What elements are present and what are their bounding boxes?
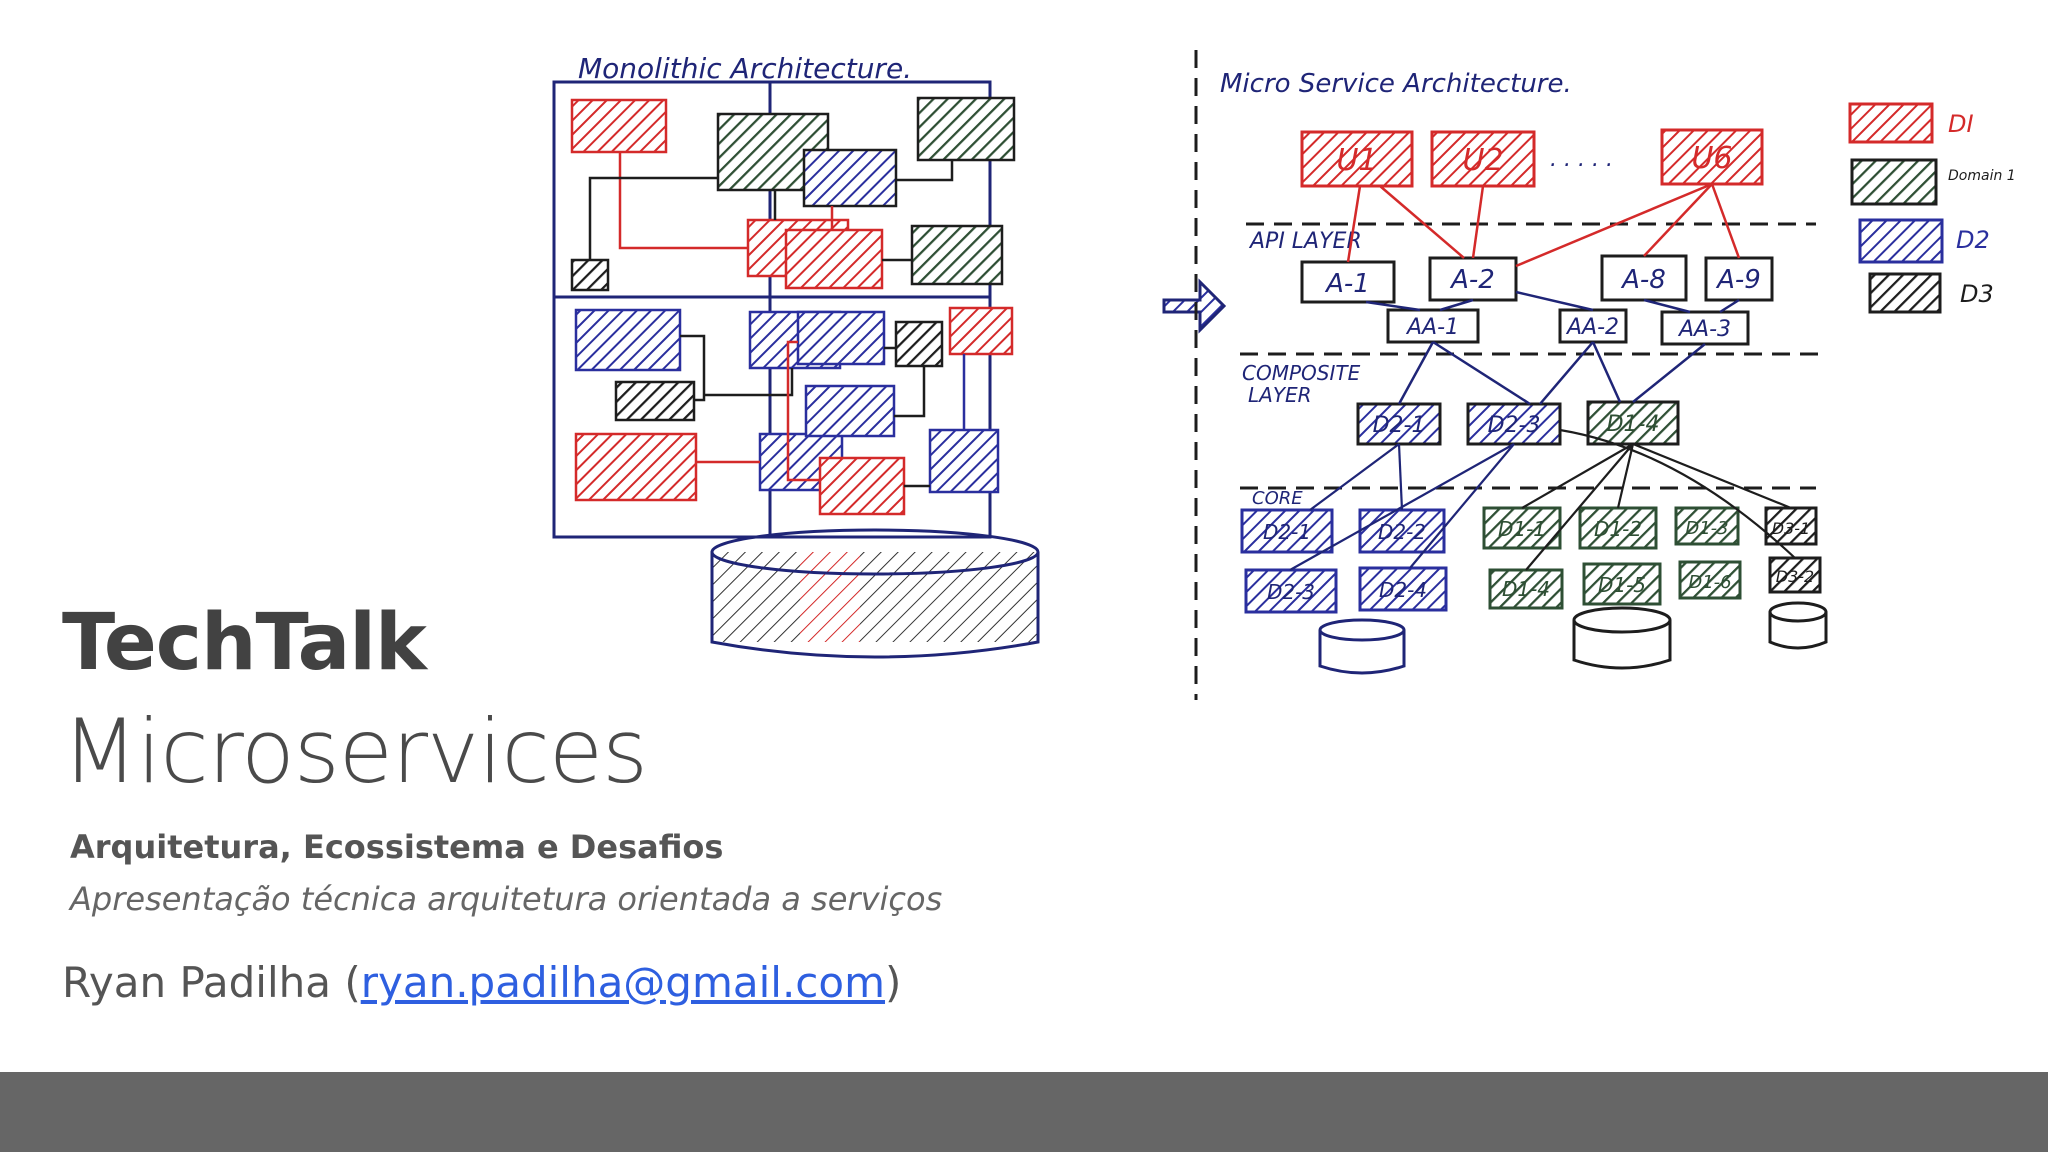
- svg-text:D2-4: D2-4: [1379, 578, 1427, 602]
- title-bold: TechTalk: [62, 598, 426, 688]
- api-node: A-9: [1706, 258, 1772, 300]
- author-close-paren: ): [885, 958, 901, 1007]
- svg-text:A-2: A-2: [1449, 265, 1495, 295]
- module-block: [918, 98, 1014, 160]
- module-block: [576, 310, 680, 370]
- core-node: D1-5: [1584, 564, 1660, 604]
- svg-text:A-9: A-9: [1715, 265, 1761, 295]
- svg-text:D1-5: D1-5: [1598, 573, 1646, 597]
- aggregator-node: AA-1: [1388, 310, 1478, 342]
- module-block: [912, 226, 1002, 284]
- legend-swatch-d1: [1850, 104, 1932, 142]
- legend-swatch-domain1: [1852, 160, 1936, 204]
- svg-text:U6: U6: [1691, 141, 1732, 176]
- module-block: [930, 430, 998, 492]
- arrow-right-icon: [1164, 282, 1224, 330]
- core-node: D1-2: [1580, 508, 1656, 548]
- svg-text:D1-6: D1-6: [1688, 572, 1731, 593]
- composite-label: COMPOSITE: [1242, 361, 1361, 385]
- api-node: A-2: [1430, 258, 1516, 300]
- svg-text:D1-3: D1-3: [1685, 518, 1728, 539]
- svg-text:D2-3: D2-3: [1488, 413, 1541, 438]
- author-line: Ryan Padilha (ryan.padilha@gmail.com): [62, 958, 901, 1007]
- svg-text:U2: U2: [1462, 143, 1503, 178]
- svg-text:D1-1: D1-1: [1498, 517, 1546, 541]
- composite-node: D2-1: [1358, 404, 1440, 444]
- description: Apresentação técnica arquitetura orienta…: [70, 880, 942, 918]
- svg-text:D2-3: D2-3: [1267, 580, 1315, 604]
- aggregator-node: AA-3: [1662, 312, 1748, 344]
- author-name: Ryan Padilha (: [62, 958, 361, 1007]
- api-node: A-1: [1302, 262, 1394, 302]
- core-node: D2-2: [1360, 510, 1444, 552]
- legend-label: D2: [1956, 226, 1990, 254]
- author-email-link[interactable]: ryan.padilha@gmail.com: [361, 958, 885, 1007]
- user-ellipsis: . . . . .: [1550, 147, 1613, 172]
- user-node-u1: U1: [1302, 132, 1412, 186]
- architecture-sketch-image: Monolithic Architecture.: [520, 30, 2020, 710]
- core-node: D1-6: [1680, 562, 1740, 598]
- module-block: [950, 308, 1012, 354]
- aggregator-node: AA-2: [1560, 310, 1626, 342]
- svg-text:U1: U1: [1336, 143, 1377, 178]
- svg-text:A-8: A-8: [1620, 265, 1666, 295]
- core-node: D1-3: [1676, 508, 1738, 544]
- legend-swatch-d3: [1870, 274, 1940, 312]
- subtitle: Arquitetura, Ecossistema e Desafios: [70, 828, 723, 866]
- micro-title: Micro Service Architecture.: [1220, 69, 1572, 99]
- monolith-title: Monolithic Architecture.: [578, 52, 912, 85]
- module-block: [896, 322, 942, 366]
- module-block: [820, 458, 904, 514]
- database-icon: [1770, 603, 1826, 648]
- svg-text:D3-1: D3-1: [1772, 519, 1810, 538]
- svg-text:AA-3: AA-3: [1677, 317, 1731, 342]
- api-node: A-8: [1602, 256, 1686, 300]
- composite-node: D2-3: [1468, 404, 1560, 444]
- composite-label: LAYER: [1248, 383, 1312, 407]
- svg-text:AA-1: AA-1: [1405, 315, 1459, 340]
- module-block: [806, 386, 894, 436]
- module-block: [798, 312, 884, 364]
- core-label: CORE: [1252, 488, 1303, 509]
- database-icon: [1320, 620, 1404, 673]
- database-icon: [1574, 608, 1670, 668]
- svg-text:AA-2: AA-2: [1565, 315, 1619, 340]
- module-block: [576, 434, 696, 500]
- svg-text:D1-2: D1-2: [1594, 517, 1642, 541]
- core-node: D1-4: [1490, 570, 1562, 608]
- api-layer-label: API LAYER: [1248, 229, 1362, 254]
- svg-text:D2-2: D2-2: [1378, 520, 1426, 544]
- title-light: Microservices: [62, 700, 647, 803]
- module-block: [572, 100, 666, 152]
- core-node: D2-4: [1360, 568, 1446, 610]
- module-block: [572, 260, 608, 290]
- legend-label: DI: [1948, 110, 1974, 138]
- legend-label: D3: [1960, 280, 1994, 308]
- footer-bar: [0, 1072, 2048, 1152]
- svg-text:D1-4: D1-4: [1502, 577, 1550, 601]
- module-block: [804, 150, 896, 206]
- database-icon: [712, 530, 1038, 657]
- legend-swatch-d2: [1860, 220, 1942, 262]
- composite-node: D1-4: [1588, 402, 1678, 444]
- architecture-sketch-svg: Monolithic Architecture.: [520, 30, 2020, 710]
- module-block: [616, 382, 694, 420]
- core-node: D2-1: [1242, 510, 1332, 552]
- core-node: D3-2: [1770, 558, 1820, 592]
- user-node-u6: U6: [1662, 130, 1762, 184]
- legend: DI Domain 1 D2 D3: [1850, 104, 2016, 312]
- core-node: D2-3: [1246, 570, 1336, 612]
- svg-text:D2-1: D2-1: [1373, 413, 1426, 438]
- svg-text:D1-4: D1-4: [1607, 412, 1660, 437]
- svg-text:A-1: A-1: [1324, 269, 1370, 299]
- module-block: [786, 230, 882, 288]
- legend-label: Domain 1: [1948, 168, 2016, 184]
- svg-text:D3-2: D3-2: [1776, 567, 1814, 586]
- user-node-u2: U2: [1432, 132, 1534, 186]
- svg-text:D2-1: D2-1: [1263, 520, 1311, 544]
